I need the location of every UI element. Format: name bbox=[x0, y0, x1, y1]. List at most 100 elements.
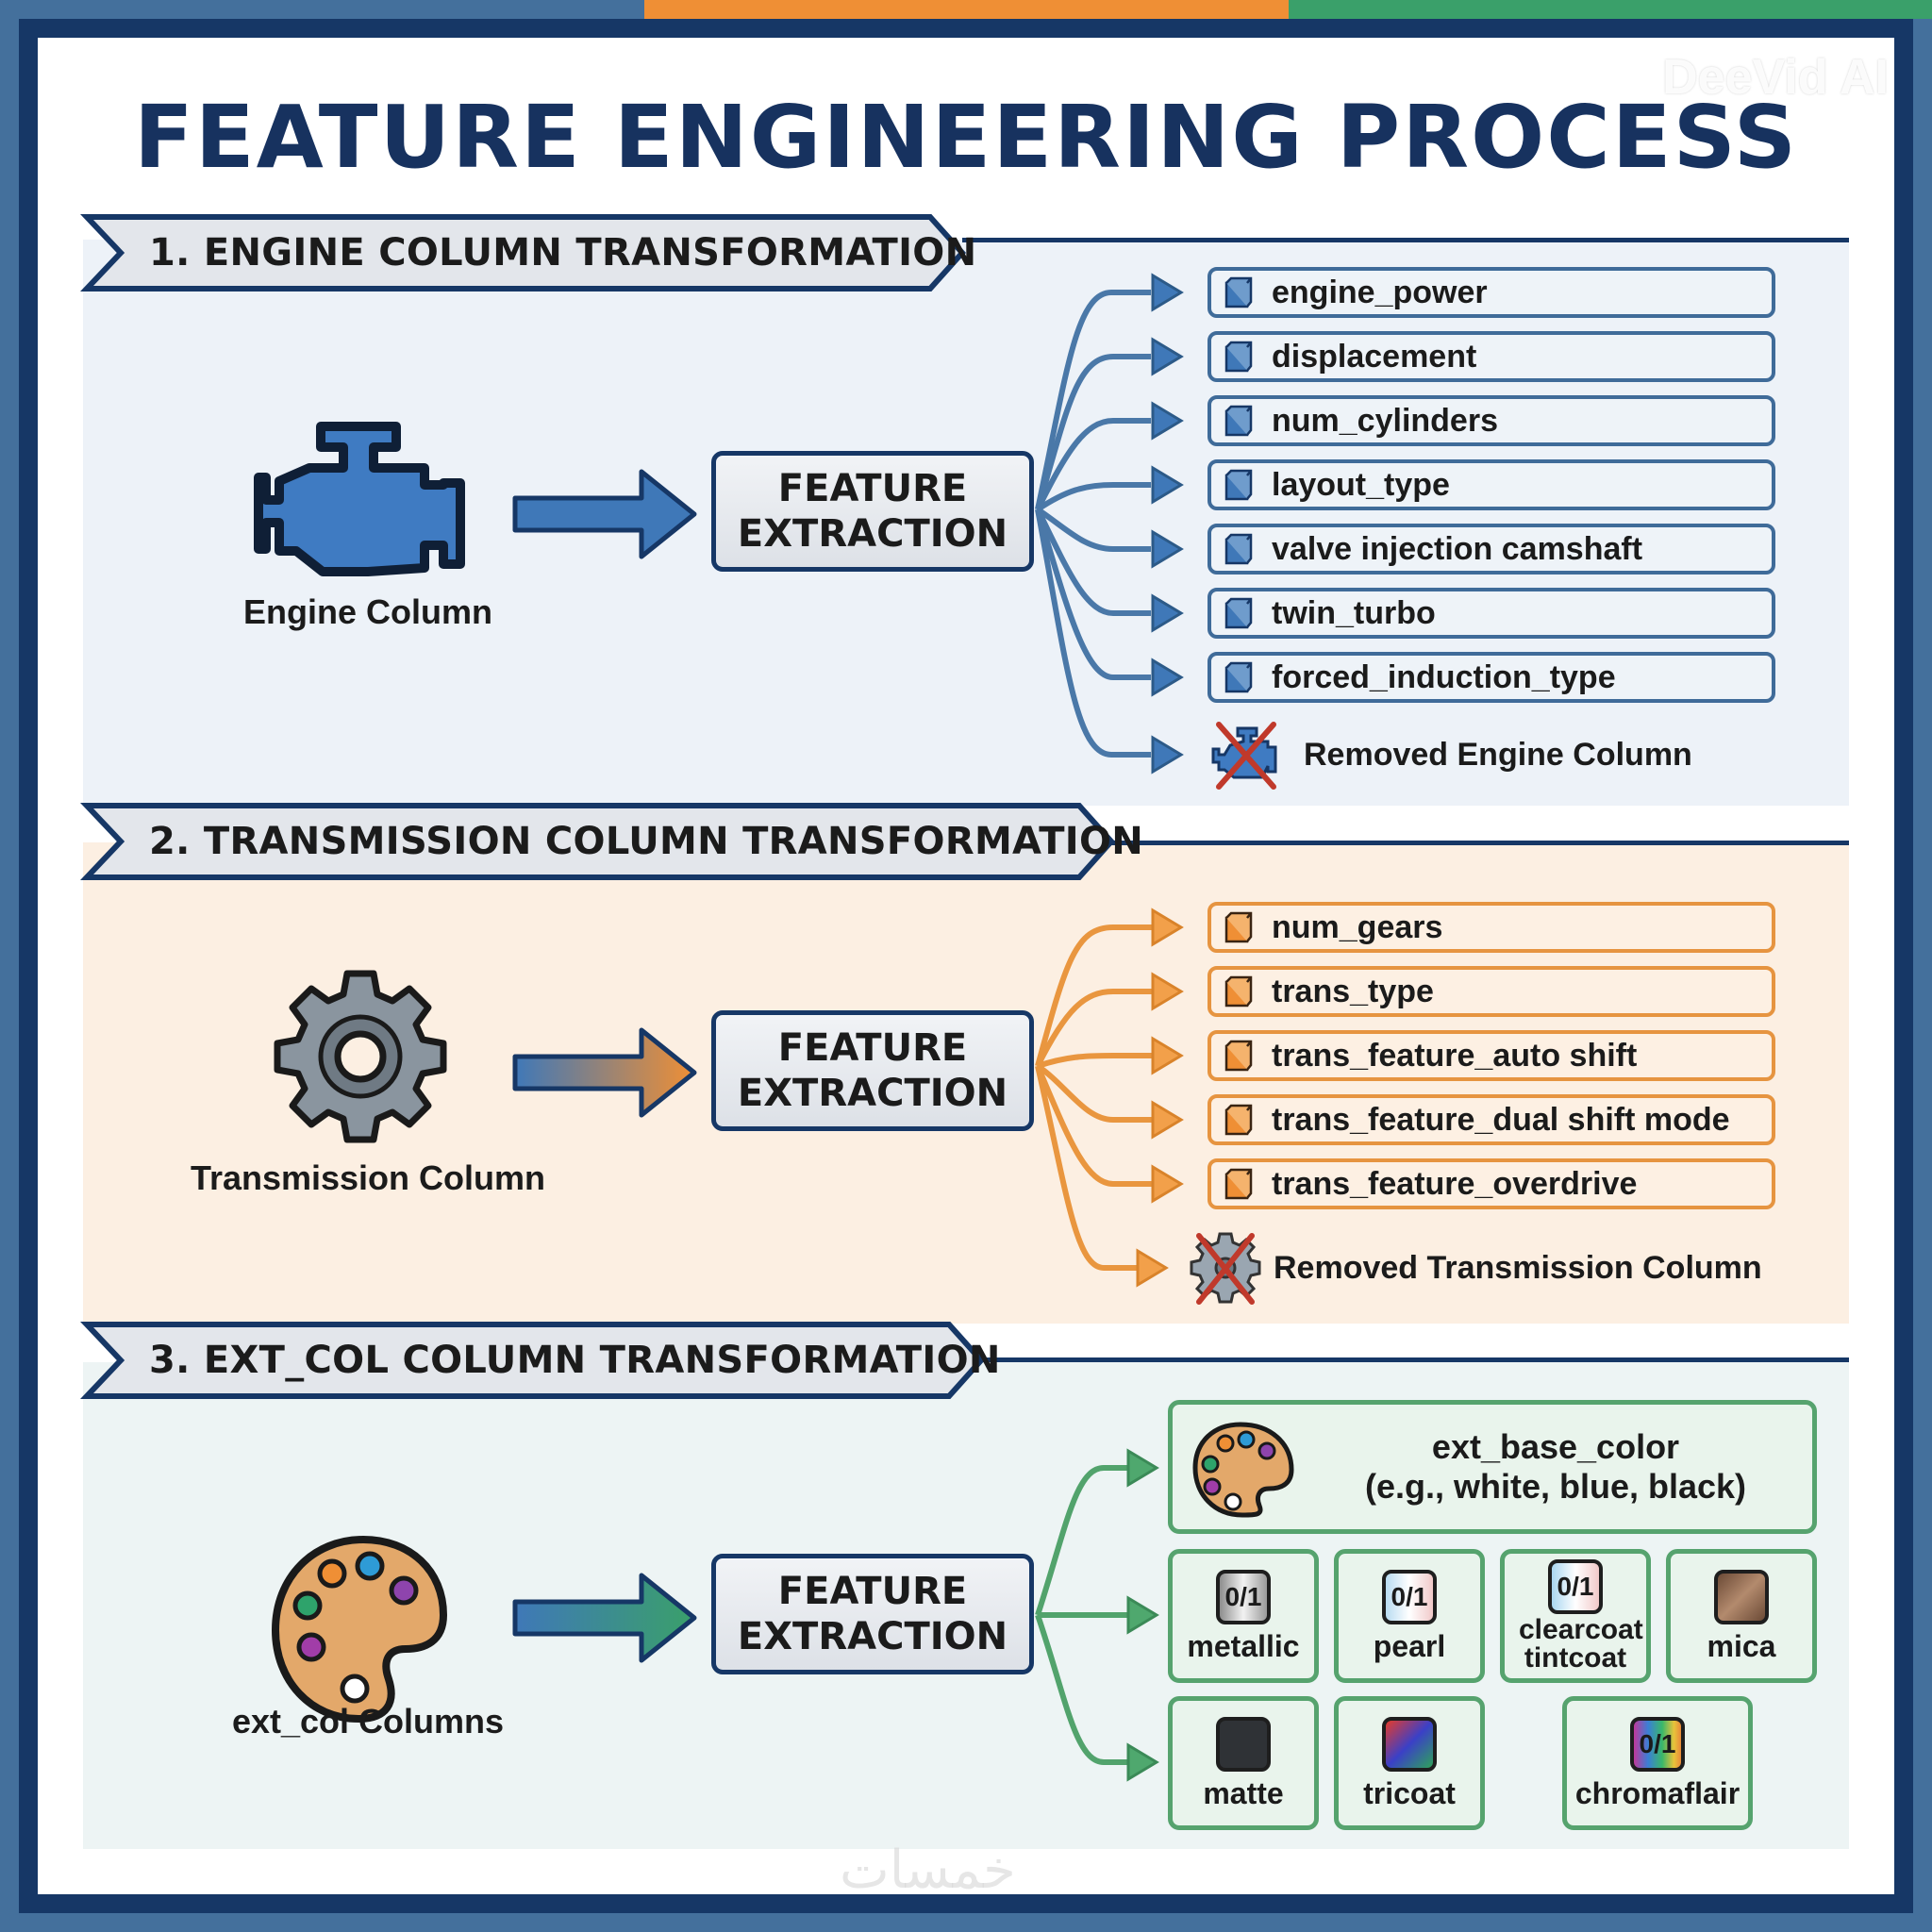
blue-cube-icon bbox=[1224, 469, 1253, 501]
fx-line-1: FEATURE bbox=[777, 1026, 968, 1070]
section-transmission-header-rule bbox=[1109, 841, 1849, 845]
extcol-columns-label: ext_col Columns bbox=[231, 1702, 505, 1740]
feature-label: forced_induction_type bbox=[1272, 658, 1616, 695]
finish-card-mica: mica bbox=[1666, 1549, 1817, 1683]
finish-label: mica bbox=[1707, 1629, 1776, 1663]
feature-num-gears: num_gears bbox=[1208, 902, 1775, 953]
section-extcol-header: 3. EXT_COL COLUMN TRANSFORMATION bbox=[80, 1321, 1000, 1400]
feature-label: trans_feature_dual shift mode bbox=[1272, 1101, 1730, 1138]
finish-card-matte: matte bbox=[1168, 1696, 1319, 1830]
finish-label: metallic bbox=[1187, 1629, 1300, 1663]
feature-label: engine_power bbox=[1272, 274, 1488, 310]
clearcoat-swatch-icon: 0/1 bbox=[1548, 1559, 1603, 1614]
chromaflair-swatch-icon: 0/1 bbox=[1630, 1717, 1685, 1772]
feature-trans-auto-shift: trans_feature_auto shift bbox=[1208, 1030, 1775, 1081]
feature-label: num_cylinders bbox=[1272, 402, 1498, 439]
top-bar-orange bbox=[644, 0, 1289, 19]
engine-feature-extraction-box: FEATURE EXTRACTION bbox=[711, 451, 1034, 572]
transmission-feature-extraction-box: FEATURE EXTRACTION bbox=[711, 1010, 1034, 1131]
blue-cube-icon bbox=[1224, 597, 1253, 629]
feature-label: valve injection camshaft bbox=[1272, 530, 1643, 567]
engine-column-label: Engine Column bbox=[243, 592, 492, 631]
orange-cube-icon bbox=[1224, 1168, 1253, 1200]
removed-transmission-column: Removed Transmission Column bbox=[1187, 1230, 1762, 1306]
section-engine-title: 1. ENGINE COLUMN TRANSFORMATION bbox=[149, 231, 977, 275]
finish-card-chromaflair: 0/1 chromaflair bbox=[1562, 1696, 1753, 1830]
feature-trans-type: trans_type bbox=[1208, 966, 1775, 1017]
watermark-khamsat: خمسات bbox=[840, 1840, 1016, 1901]
ext-base-color-examples: (e.g., white, blue, black) bbox=[1364, 1467, 1747, 1506]
top-bar-blue bbox=[0, 0, 644, 19]
removed-label: Removed Transmission Column bbox=[1274, 1249, 1762, 1286]
feature-label: trans_feature_overdrive bbox=[1272, 1165, 1638, 1202]
feature-label: num_gears bbox=[1272, 908, 1443, 945]
feature-trans-dual-shift-mode: trans_feature_dual shift mode bbox=[1208, 1094, 1775, 1145]
fx-line-1: FEATURE bbox=[777, 1570, 968, 1613]
ext-base-color-text: ext_base_color (e.g., white, blue, black… bbox=[1299, 1427, 1812, 1507]
transmission-column-label: Transmission Column bbox=[190, 1158, 546, 1197]
header-ribbon-shape bbox=[80, 803, 1116, 880]
section-extcol-header-rule bbox=[981, 1357, 1849, 1362]
removed-engine-column: Removed Engine Column bbox=[1206, 717, 1692, 792]
feature-label: twin_turbo bbox=[1272, 594, 1436, 631]
finish-card-pearl: 0/1 pearl bbox=[1334, 1549, 1485, 1683]
page-title: FEATURE ENGINEERING PROCESS bbox=[133, 87, 1799, 188]
finish-label: pearl bbox=[1373, 1629, 1446, 1663]
fx-line-2: EXTRACTION bbox=[737, 1072, 1008, 1115]
feature-twin-turbo: twin_turbo bbox=[1208, 588, 1775, 639]
orange-cube-icon bbox=[1224, 911, 1253, 943]
extcol-feature-extraction-box: FEATURE EXTRACTION bbox=[711, 1554, 1034, 1674]
palette-icon bbox=[1192, 1422, 1294, 1518]
section-extcol-title: 3. EXT_COL COLUMN TRANSFORMATION bbox=[149, 1339, 1001, 1382]
blue-cube-icon bbox=[1224, 533, 1253, 565]
gear-crossed-out-icon bbox=[1190, 1232, 1261, 1305]
matte-swatch-icon bbox=[1216, 1717, 1271, 1772]
fx-line-1: FEATURE bbox=[777, 467, 968, 510]
ext-base-color-card: ext_base_color (e.g., white, blue, black… bbox=[1168, 1400, 1817, 1534]
feature-engine-power: engine_power bbox=[1208, 267, 1775, 318]
finish-label: chromaflair bbox=[1574, 1776, 1740, 1810]
feature-label: layout_type bbox=[1272, 466, 1450, 503]
tricoat-swatch-icon bbox=[1382, 1717, 1437, 1772]
feature-label: trans_feature_auto shift bbox=[1272, 1037, 1638, 1074]
fx-line-2: EXTRACTION bbox=[737, 512, 1008, 556]
feature-num-cylinders: num_cylinders bbox=[1208, 395, 1775, 446]
section-engine-header: 1. ENGINE COLUMN TRANSFORMATION bbox=[80, 213, 976, 292]
feature-label: trans_type bbox=[1272, 973, 1434, 1009]
feature-trans-overdrive: trans_feature_overdrive bbox=[1208, 1158, 1775, 1209]
blue-cube-icon bbox=[1224, 341, 1253, 373]
feature-valve-injection-camshaft: valve injection camshaft bbox=[1208, 524, 1775, 575]
section-transmission-title: 2. TRANSMISSION COLUMN TRANSFORMATION bbox=[149, 820, 1144, 863]
engine-crossed-out-icon bbox=[1211, 722, 1277, 790]
play-icon bbox=[1610, 52, 1655, 103]
metallic-swatch-icon: 0/1 bbox=[1216, 1570, 1271, 1624]
finish-label: tricoat bbox=[1363, 1776, 1456, 1810]
blue-cube-icon bbox=[1224, 405, 1253, 437]
feature-label: displacement bbox=[1272, 338, 1477, 375]
section-transmission-header: 2. TRANSMISSION COLUMN TRANSFORMATION bbox=[80, 802, 1143, 881]
orange-cube-icon bbox=[1224, 975, 1253, 1008]
header-ribbon-shape bbox=[80, 1322, 986, 1399]
finish-label: clearcoat tintcoat bbox=[1519, 1614, 1643, 1674]
orange-cube-icon bbox=[1224, 1104, 1253, 1136]
header-ribbon-shape bbox=[80, 214, 967, 291]
watermark-deevid: DeeVid AI bbox=[1607, 49, 1889, 106]
pearl-swatch-icon: 0/1 bbox=[1382, 1570, 1437, 1624]
mica-swatch-icon bbox=[1714, 1570, 1769, 1624]
blue-cube-icon bbox=[1224, 661, 1253, 693]
fx-line-2: EXTRACTION bbox=[737, 1615, 1008, 1658]
finish-card-metallic: 0/1 metallic bbox=[1168, 1549, 1319, 1683]
top-bar-green bbox=[1289, 0, 1932, 19]
blue-cube-icon bbox=[1224, 276, 1253, 308]
feature-layout-type: layout_type bbox=[1208, 459, 1775, 510]
orange-cube-icon bbox=[1224, 1040, 1253, 1072]
feature-displacement: displacement bbox=[1208, 331, 1775, 382]
finish-card-tricoat: tricoat bbox=[1334, 1696, 1485, 1830]
watermark-text: DeeVid AI bbox=[1662, 50, 1889, 105]
section-engine-header-rule bbox=[962, 238, 1849, 242]
feature-forced-induction-type: forced_induction_type bbox=[1208, 652, 1775, 703]
removed-label: Removed Engine Column bbox=[1304, 736, 1692, 773]
finish-card-clearcoat-tintcoat: 0/1 clearcoat tintcoat bbox=[1500, 1549, 1651, 1683]
finish-label: matte bbox=[1203, 1776, 1284, 1810]
ext-base-color-name: ext_base_color bbox=[1431, 1427, 1680, 1466]
